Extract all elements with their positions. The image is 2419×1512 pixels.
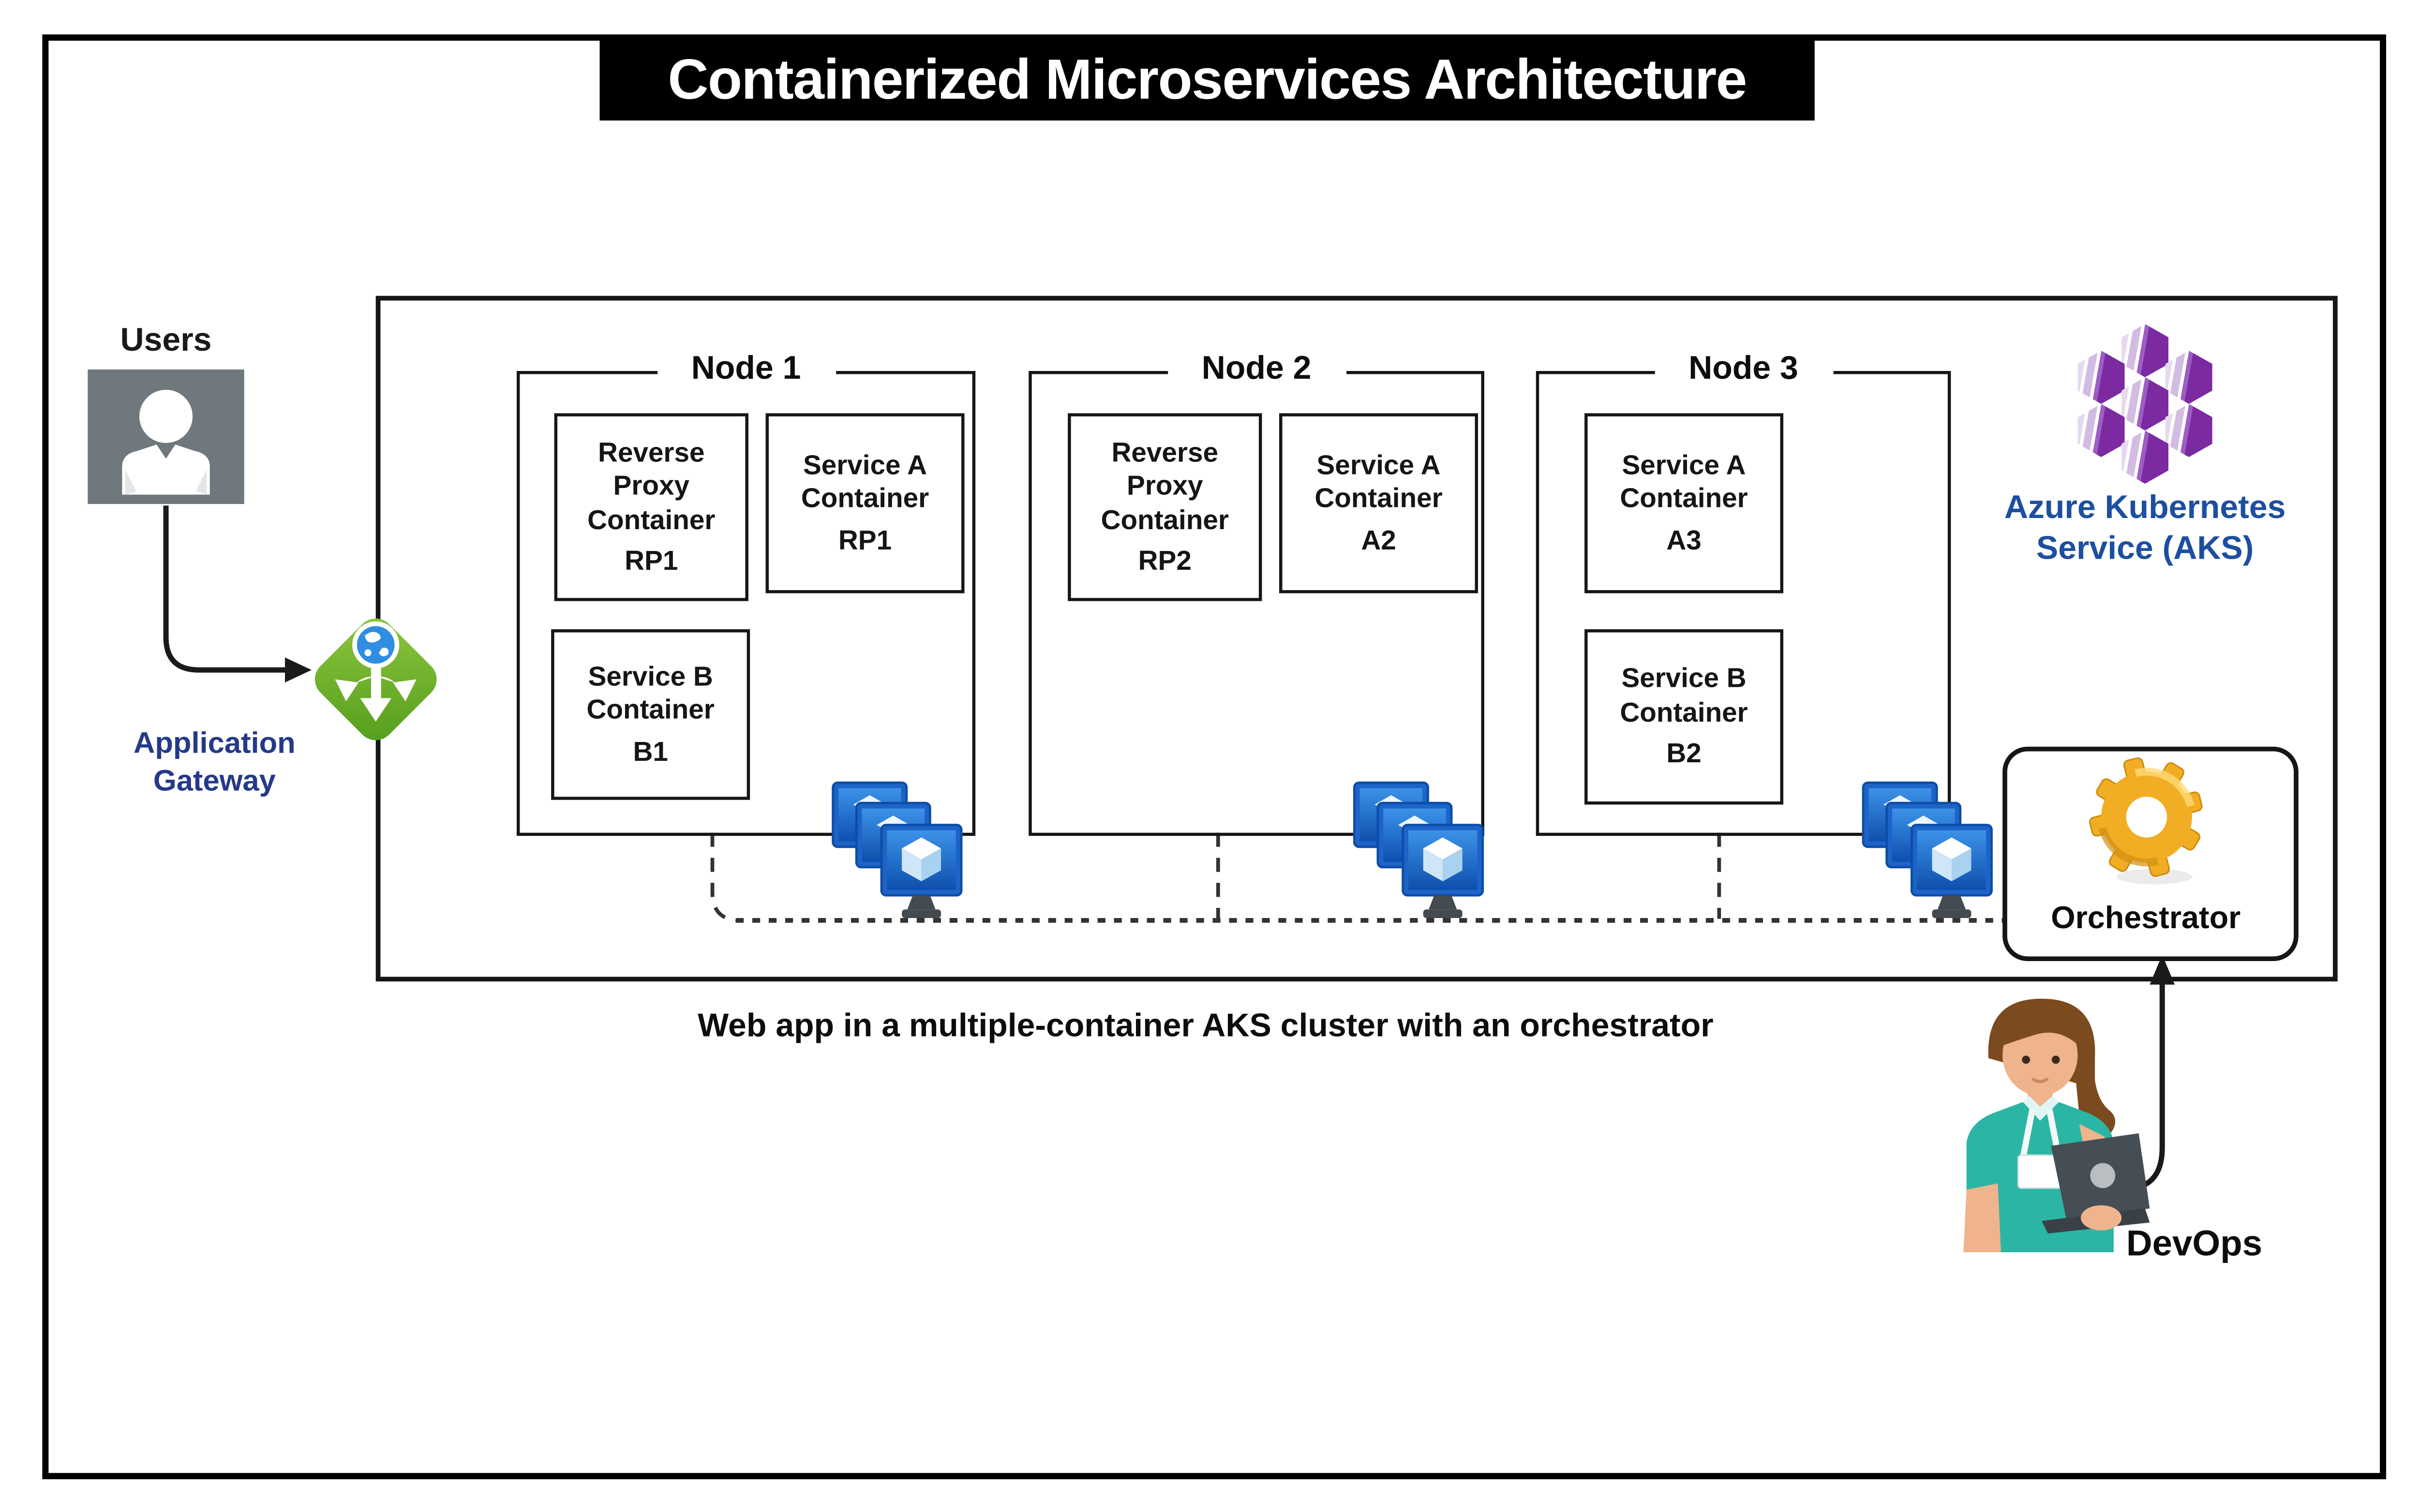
aks-label-line1: Azure Kubernetes: [2004, 489, 2286, 526]
container-id: RP1: [838, 524, 892, 556]
container-label: Service A: [1316, 448, 1441, 480]
node-2: Node 2 Reverse Proxy Container RP2 Servi…: [1029, 350, 1484, 836]
container-id: B2: [1666, 738, 1702, 769]
aks-label-line2: Service (AKS): [2036, 531, 2254, 567]
hexagon-icon: [2121, 324, 2169, 377]
container-label: Proxy: [613, 469, 689, 501]
container-label: Service B: [588, 660, 713, 692]
node-2-title: Node 2: [1167, 350, 1346, 388]
container-id: RP2: [1138, 545, 1192, 576]
node1-reverse-proxy-container: Reverse Proxy Container RP1: [554, 413, 748, 601]
vm-scale-set-icon: [1353, 781, 1484, 919]
container-label: Container: [1620, 696, 1748, 728]
gear-icon: [2089, 757, 2203, 885]
application-gateway-label-line1: Application: [133, 727, 296, 761]
node-3: Node 3 Service A Container A3 Service B …: [1536, 350, 1951, 836]
container-label: Container: [1314, 482, 1443, 514]
container-label: Container: [1620, 482, 1748, 514]
node-1: Node 1 Reverse Proxy Container RP1 Servi…: [516, 350, 976, 836]
users-icon: [88, 369, 244, 504]
devops-label: DevOps: [2126, 1222, 2263, 1263]
container-label: Container: [587, 503, 716, 535]
vm-scale-set-icon: [1862, 781, 1993, 919]
node-3-title: Node 3: [1654, 350, 1833, 388]
container-id: A3: [1666, 524, 1702, 556]
page-title: Containerized Microservices Architecture: [668, 46, 1747, 111]
users-to-gateway-arrow: [163, 505, 312, 683]
node3-service-b-container: Service B Container B2: [1584, 629, 1784, 805]
container-label: Container: [1101, 503, 1229, 535]
container-id: RP1: [625, 545, 678, 576]
container-label: Service B: [1621, 662, 1747, 694]
vm-scale-set-icon: [832, 781, 963, 919]
node1-service-a-container: Service A Container RP1: [765, 413, 965, 593]
node-1-title: Node 1: [657, 350, 836, 388]
application-gateway-icon: [314, 618, 437, 741]
container-label: Container: [801, 482, 929, 514]
globe-icon: [352, 621, 400, 668]
container-label: Reverse: [598, 436, 705, 468]
container-id: B1: [633, 735, 668, 767]
node2-reverse-proxy-container: Reverse Proxy Container RP2: [1068, 413, 1262, 601]
nodes-to-orchestrator-dashed-lines: [710, 832, 2004, 923]
container-label: Reverse: [1111, 436, 1219, 468]
load-balancer-arrows: [335, 664, 417, 722]
diagram-caption: Web app in a multiple-container AKS clus…: [698, 1008, 1714, 1044]
container-label: Proxy: [1127, 469, 1203, 501]
orchestrator-label: Orchestrator: [2051, 902, 2241, 936]
title-banner: Containerized Microservices Architecture: [599, 37, 1815, 121]
container-label: Service A: [803, 448, 927, 480]
node1-service-b-container: Service B Container B1: [551, 629, 750, 800]
node2-service-a-container: Service A Container A2: [1279, 413, 1478, 593]
container-label: Service A: [1622, 448, 1746, 480]
devops-person-icon: [1963, 998, 2150, 1252]
application-gateway-label: Application Gateway: [89, 726, 340, 801]
container-id: A2: [1361, 524, 1396, 556]
container-label: Container: [586, 694, 715, 726]
lanyard-strap: [2019, 1109, 2036, 1159]
hand: [2080, 1205, 2122, 1230]
aks-label: Azure Kubernetes Service (AKS): [1986, 489, 2305, 570]
node3-service-a-container: Service A Container A3: [1584, 413, 1784, 593]
users-label: Users: [120, 322, 212, 359]
application-gateway-label-line2: Gateway: [153, 765, 276, 799]
